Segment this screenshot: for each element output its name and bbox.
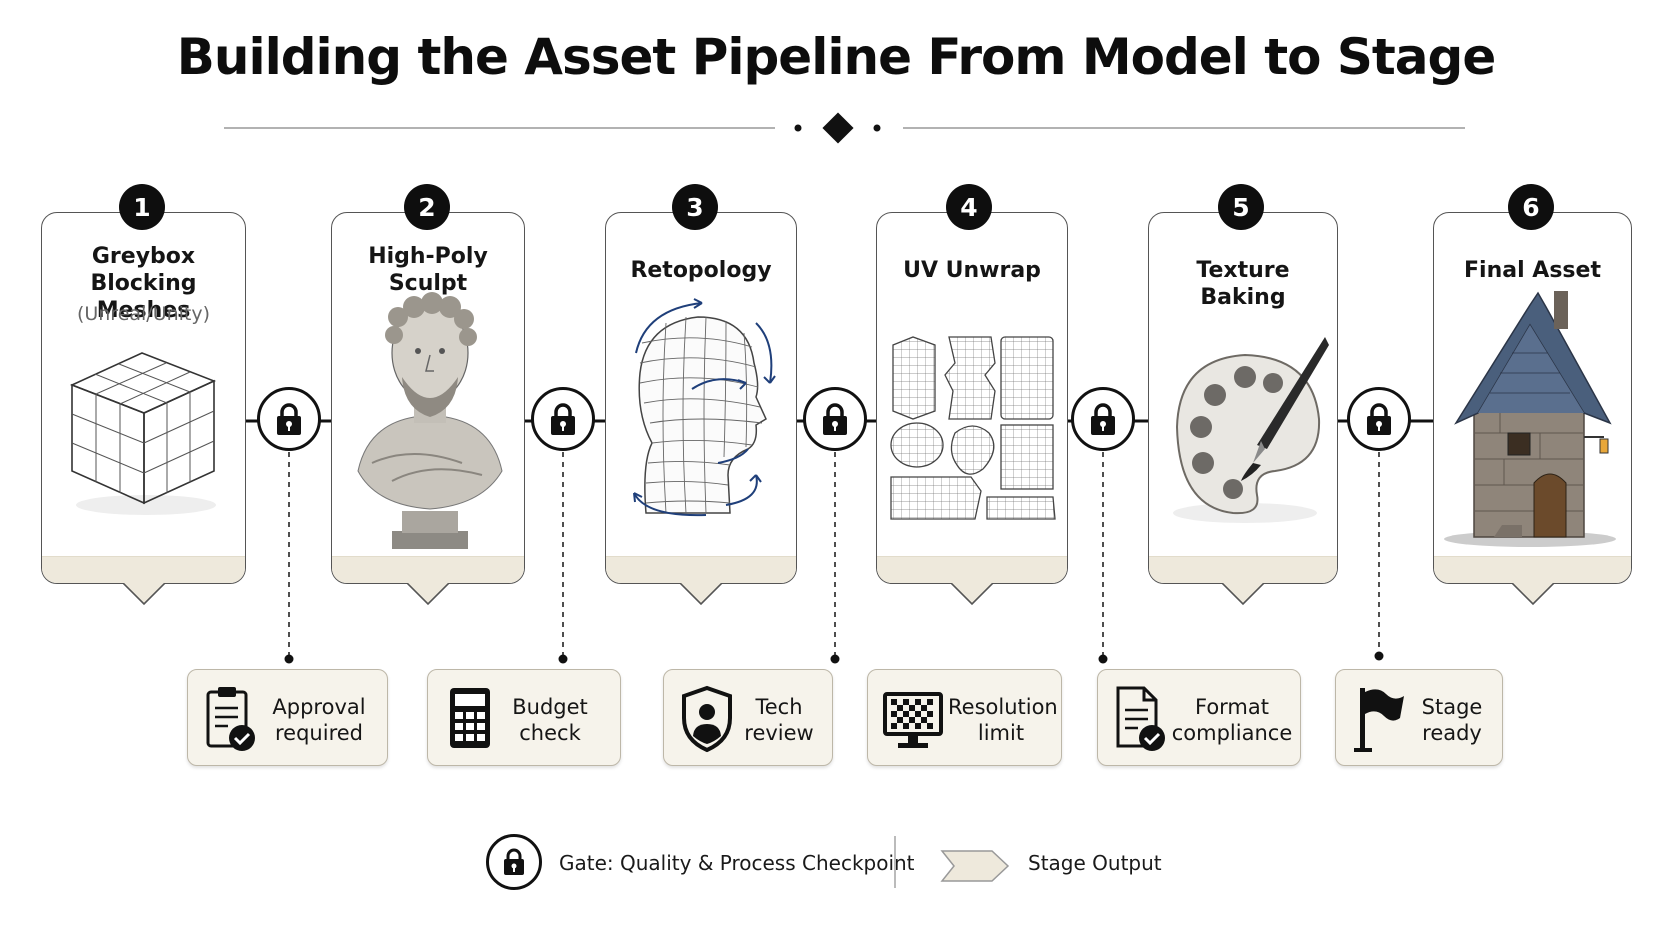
stage-output-band — [1149, 556, 1337, 583]
stage-number-3: 3 — [672, 184, 718, 230]
stage-title: Texture Baking — [1196, 258, 1290, 310]
shield-user-icon — [682, 685, 732, 753]
stage-output-band — [42, 556, 245, 583]
gate-2 — [531, 387, 595, 451]
title-divider — [224, 112, 1465, 144]
checkpoint-label: Format compliance — [1171, 695, 1293, 745]
gate-1 — [257, 387, 321, 451]
stage-output-band — [1434, 556, 1631, 583]
checkpoint-format: Format compliance — [1097, 669, 1301, 766]
output-pointer-2 — [406, 582, 450, 606]
checkpoint-label: Resolution limit — [948, 695, 1058, 745]
gate-3 — [803, 387, 867, 451]
padlock-icon — [277, 403, 301, 435]
page-title: Building the Asset Pipeline From Model t… — [176, 28, 1496, 86]
stage-card-6: Final Asset — [1433, 212, 1632, 584]
marble-bust-icon — [357, 292, 503, 549]
stage-number-4: 4 — [946, 184, 992, 230]
gate-5 — [1347, 387, 1411, 451]
output-pointer-3 — [679, 582, 723, 606]
output-pointer-4 — [950, 582, 994, 606]
padlock-icon — [1091, 403, 1115, 435]
checkpoint-label: Budget check — [512, 695, 588, 745]
stage-card-5: Texture Baking — [1148, 212, 1338, 584]
paint-palette-icon — [1173, 337, 1329, 523]
padlock-icon — [504, 848, 524, 875]
stone-cottage-icon — [1444, 291, 1616, 547]
output-pointer-1 — [122, 582, 166, 606]
checkpoint-tech-review: Tech review — [663, 669, 833, 766]
checkpoint-budget: Budget check — [427, 669, 621, 766]
legend-gate-label: Gate: Quality & Process Checkpoint — [559, 851, 915, 875]
flag-icon — [1354, 688, 1404, 752]
stage-output-band — [606, 556, 796, 583]
padlock-icon — [1367, 403, 1391, 435]
checker-monitor-icon — [883, 692, 943, 748]
stage-card-4: UV Unwrap — [876, 212, 1068, 584]
checkpoint-label: Approval required — [272, 695, 366, 745]
stage-card-1: Greybox Blocking Meshes (Unreal/Unity) — [41, 212, 246, 584]
wireframe-cube-icon — [69, 352, 217, 515]
clipboard-check-icon — [206, 687, 255, 751]
legend-gate-icon — [486, 834, 542, 890]
stage-card-2: High-Poly Sculpt — [331, 212, 525, 584]
stage-output-band — [877, 556, 1067, 583]
stage-subtitle: (Unreal/Unity) — [76, 303, 211, 325]
stage-title: Greybox Blocking Meshes — [90, 244, 197, 323]
stage-number-5: 5 — [1218, 184, 1264, 230]
output-pointer-5 — [1221, 582, 1265, 606]
checkpoint-label: Stage ready — [1421, 695, 1483, 745]
stage-title: High-Poly Sculpt — [368, 244, 488, 296]
checkpoint-label: Tech review — [744, 695, 814, 745]
legend-output-label: Stage Output — [1028, 851, 1162, 875]
stage-number-2: 2 — [404, 184, 450, 230]
checkpoint-approval: Approval required — [187, 669, 388, 766]
calculator-icon — [450, 688, 490, 748]
document-check-icon — [1116, 686, 1165, 751]
checkpoint-resolution: Resolution limit — [867, 669, 1062, 766]
stage-title: Final Asset — [1464, 258, 1601, 283]
stage-output-band — [332, 556, 524, 583]
wireframe-head-icon — [633, 298, 776, 517]
output-pointer-6 — [1511, 582, 1555, 606]
legend-divider — [894, 836, 896, 888]
stage-card-3: Retopology — [605, 212, 797, 584]
output-arrow-icon — [940, 850, 1010, 882]
padlock-icon — [551, 403, 575, 435]
stage-number-6: 6 — [1508, 184, 1554, 230]
checkpoint-stage-ready: Stage ready — [1335, 669, 1503, 766]
padlock-icon — [823, 403, 847, 435]
gate-4 — [1071, 387, 1135, 451]
stage-title: Retopology — [630, 258, 772, 283]
uv-islands-icon — [890, 336, 1056, 520]
stage-number-1: 1 — [119, 184, 165, 230]
stage-title: UV Unwrap — [903, 258, 1041, 283]
